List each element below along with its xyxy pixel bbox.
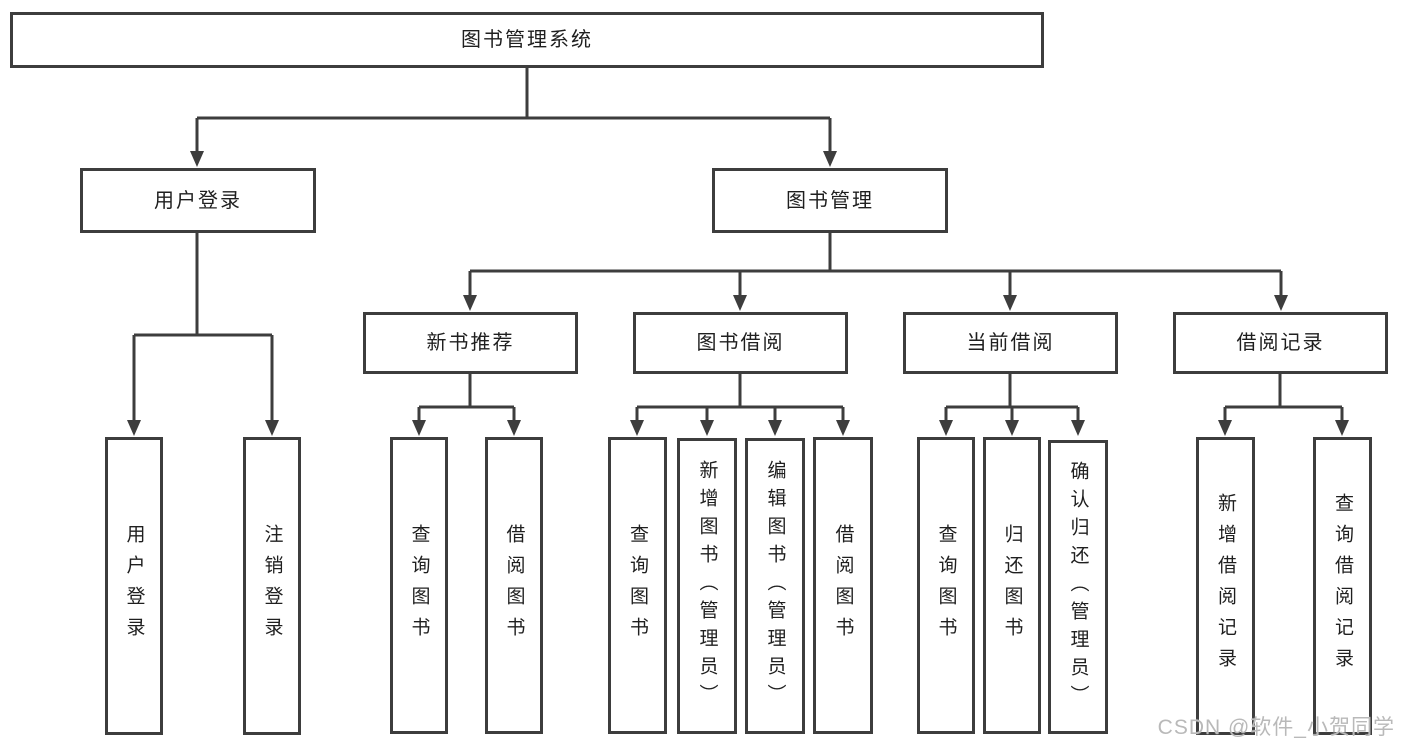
leaf-add-borrow-record: 新增借阅记录 — [1196, 437, 1255, 735]
arrowhead — [1218, 420, 1232, 436]
arrowhead — [836, 420, 850, 436]
arrowhead — [412, 420, 426, 436]
leaf-confirm-return-admin: 确认归还（管理员） — [1048, 440, 1108, 734]
leaf-label: 查询图书 — [935, 523, 957, 648]
leaf-label: 编辑图书（管理员） — [764, 460, 786, 712]
leaf-return-books: 归还图书 — [983, 437, 1041, 734]
watermark: CSDN @软件_小贺同学 — [1157, 716, 1395, 739]
arrowhead — [463, 295, 477, 311]
arrowhead — [1003, 295, 1017, 311]
node-book-management: 图书管理 — [712, 168, 948, 233]
arrowhead — [507, 420, 521, 436]
arrowhead — [823, 151, 837, 167]
node-new-book-recommendation: 新书推荐 — [363, 312, 578, 374]
arrowhead — [768, 420, 782, 436]
node-label: 图书借阅 — [696, 332, 785, 354]
arrowhead — [190, 151, 204, 167]
leaf-label: 查询图书 — [627, 523, 648, 648]
leaf-label: 新增借阅记录 — [1215, 493, 1236, 679]
arrowhead — [1335, 420, 1349, 436]
leaf-label: 借阅图书 — [832, 523, 854, 648]
leaf-add-books-admin: 新增图书（管理员） — [677, 438, 737, 734]
leaf-label: 归还图书 — [1001, 523, 1023, 648]
arrowhead — [700, 420, 714, 436]
arrowhead — [1274, 295, 1288, 311]
leaf-user-login: 用户登录 — [105, 437, 163, 735]
node-book-borrowing: 图书借阅 — [633, 312, 848, 374]
leaf-query-books: 查询图书 — [390, 437, 448, 734]
arrowhead — [733, 295, 747, 311]
arrowhead — [630, 420, 644, 436]
node-root-label: 图书管理系统 — [461, 29, 593, 51]
leaf-label: 查询图书 — [408, 523, 430, 648]
leaf-borrow-books: 借阅图书 — [485, 437, 543, 734]
leaf-query-borrow-record: 查询借阅记录 — [1313, 437, 1372, 735]
node-current-borrowing: 当前借阅 — [903, 312, 1118, 374]
node-label: 当前借阅 — [966, 332, 1055, 354]
node-user-login-label: 用户登录 — [154, 189, 242, 212]
node-root: 图书管理系统 — [10, 12, 1044, 68]
leaf-label: 查询借阅记录 — [1332, 493, 1353, 679]
arrowhead — [127, 420, 141, 436]
leaf-label: 注销登录 — [261, 524, 283, 648]
leaf-edit-books-admin: 编辑图书（管理员） — [745, 438, 805, 734]
node-label: 新书推荐 — [426, 332, 515, 354]
leaf-label: 新增图书（管理员） — [696, 460, 718, 712]
leaf-label: 用户登录 — [123, 524, 145, 648]
node-borrowing-records: 借阅记录 — [1173, 312, 1388, 374]
leaf-query-books: 查询图书 — [917, 437, 975, 734]
leaf-label: 确认归还（管理员） — [1067, 461, 1089, 713]
leaf-query-books: 查询图书 — [608, 437, 667, 734]
arrowhead — [1071, 420, 1085, 436]
leaf-label: 借阅图书 — [503, 523, 525, 648]
node-user-login: 用户登录 — [80, 168, 316, 233]
arrowhead — [1005, 420, 1019, 436]
leaf-logout: 注销登录 — [243, 437, 301, 735]
arrowhead — [939, 420, 953, 436]
arrowhead — [265, 420, 279, 436]
node-book-management-label: 图书管理 — [786, 189, 874, 212]
node-label: 借阅记录 — [1236, 332, 1325, 354]
leaf-borrow-books: 借阅图书 — [813, 437, 873, 734]
